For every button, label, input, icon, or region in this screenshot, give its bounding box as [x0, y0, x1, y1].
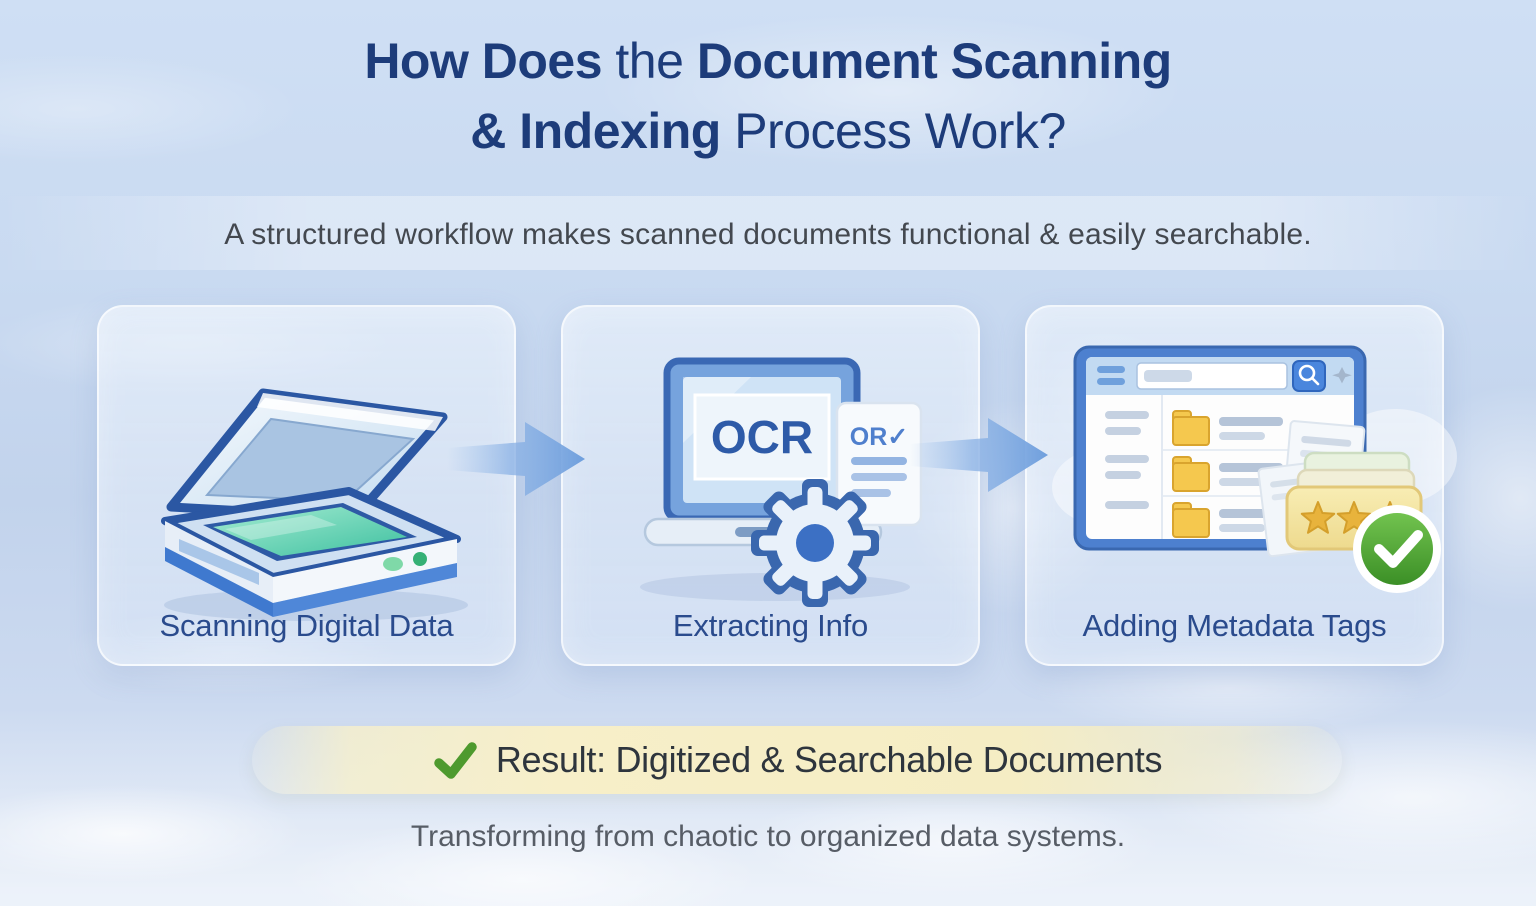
front-slot: [179, 539, 259, 585]
search-icon: [1298, 364, 1316, 382]
folder-icon: [1172, 416, 1210, 446]
title-line-2: & Indexing Process Work?: [0, 96, 1536, 166]
metadata-browser-icon: [1052, 345, 1457, 593]
arrow-right-icon: [910, 418, 1048, 492]
gear-icon: [751, 479, 879, 607]
folder-icon: [1172, 508, 1210, 538]
result-banner: Result: Digitized & Searchable Documents: [252, 726, 1342, 794]
step-card-scanning: Scanning Digital Data: [97, 305, 516, 666]
base-band: [165, 547, 273, 617]
search-button: [1292, 360, 1326, 392]
title-segment: Document Scanning: [696, 33, 1172, 89]
menu-icon: [1097, 378, 1125, 385]
ocr-screen-text: OCR: [711, 411, 813, 463]
title-segment: & Indexing: [470, 103, 721, 159]
footer-caption: Transforming from chaotic to organized d…: [410, 820, 1126, 853]
menu-icon: [1097, 366, 1125, 373]
step-label-extracting: Extracting Info: [672, 608, 869, 643]
folder-icon: [1172, 462, 1210, 492]
file-row: [1163, 456, 1353, 497]
led-light: [383, 557, 403, 571]
title-segment: Process Work?: [720, 103, 1066, 159]
file-row: [1163, 410, 1353, 451]
ocr-document-icon: OR✓: [835, 401, 923, 527]
text-line: [851, 473, 907, 481]
divider: [1161, 395, 1163, 539]
document-text: OR✓: [850, 423, 908, 451]
title-segment: How Does: [364, 33, 603, 89]
text-line: [851, 489, 891, 497]
scanner-icon: [161, 388, 468, 621]
page-title: How Does the Document Scanning & Indexin…: [0, 26, 1536, 166]
result-text: Result: Digitized & Searchable Documents: [495, 739, 1163, 780]
title-line-1: How Does the Document Scanning: [0, 26, 1536, 96]
browser-window: [1073, 345, 1367, 551]
arrow-right-icon: [447, 422, 585, 496]
scanner-glass: [213, 507, 407, 556]
search-placeholder: [1144, 370, 1192, 382]
step-label-scanning: Scanning Digital Data: [159, 608, 454, 643]
ocr-panel: [693, 393, 831, 481]
subtitle: A structured workflow makes scanned docu…: [224, 218, 1312, 251]
checkmark-icon: [434, 742, 477, 779]
corner-icon: [1332, 367, 1352, 384]
base-band: [273, 563, 457, 617]
file-row: [1172, 502, 1283, 538]
step-card-extracting: OCR OR✓: [561, 305, 980, 666]
scanner-lid: [166, 388, 448, 522]
step-card-metadata: Adding Metadata Tags: [1025, 305, 1457, 666]
title-segment: the: [602, 33, 697, 89]
ocr-laptop-icon: OCR OR✓: [640, 357, 923, 607]
check-circle-icon: [1353, 505, 1441, 593]
subtitle-band: [0, 196, 1536, 270]
search-input: [1136, 362, 1288, 390]
text-line: [851, 457, 907, 465]
step-label-metadata: Adding Metadata Tags: [1082, 608, 1387, 643]
led-light: [413, 552, 427, 566]
sidebar-lines: [1105, 411, 1149, 509]
scanner-base: [161, 487, 461, 617]
gear-hub: [796, 524, 834, 562]
